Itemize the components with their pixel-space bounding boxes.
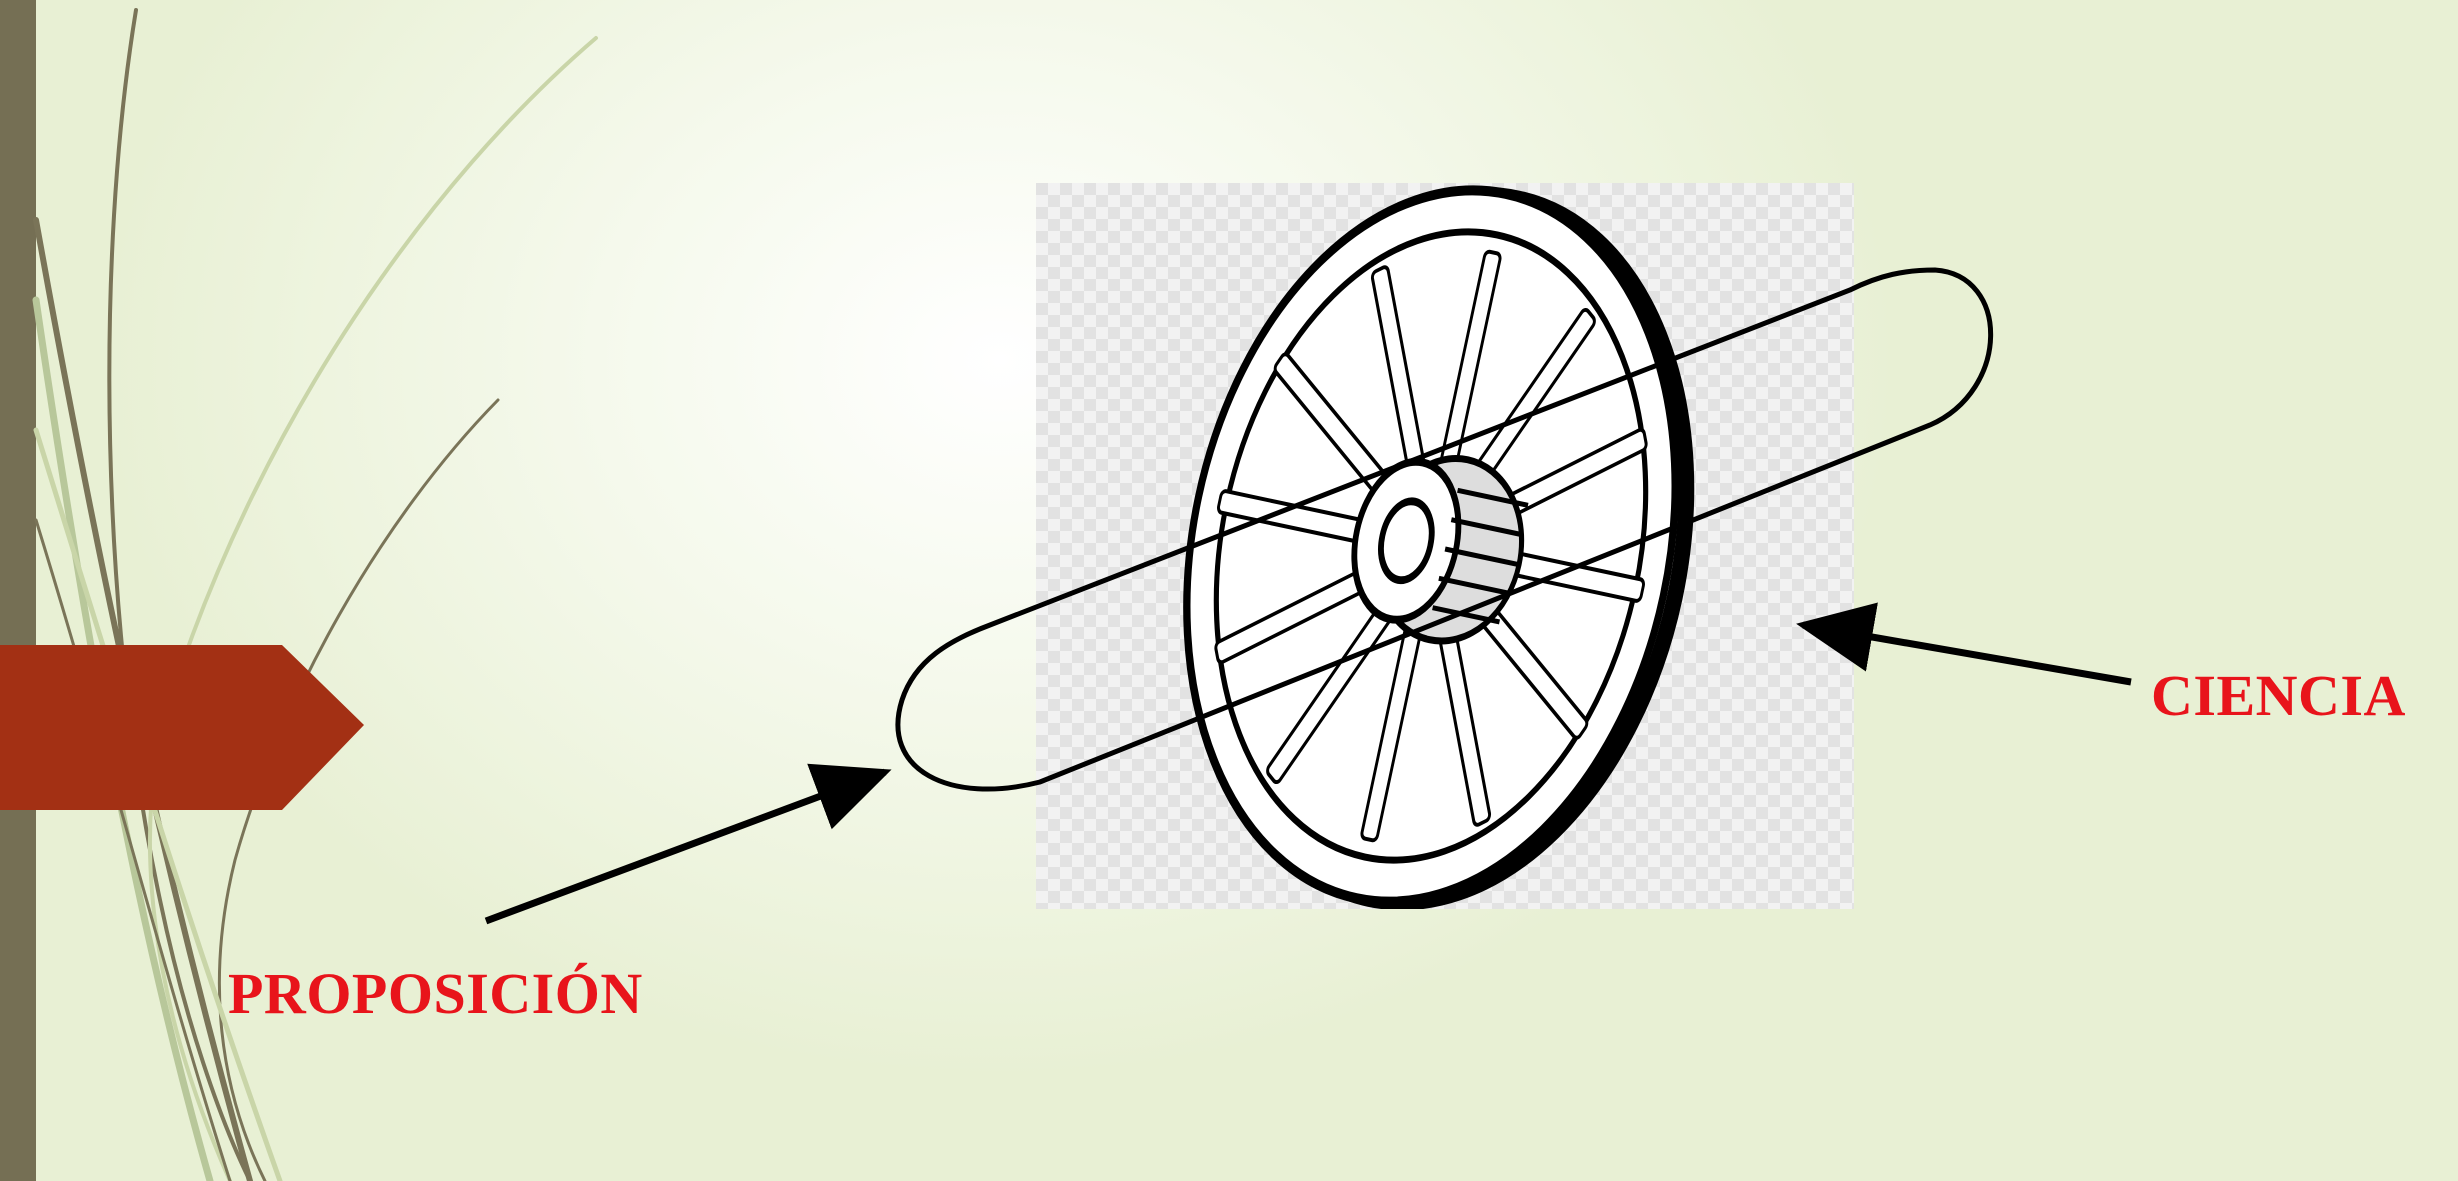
axle-outline-loop xyxy=(898,270,1991,789)
label-ciencia: CIENCIA xyxy=(2151,662,2406,729)
arrow-to-axle xyxy=(486,772,885,921)
arrow-to-wheel-rim xyxy=(1803,625,2131,682)
label-proposicion: PROPOSICIÓN xyxy=(228,960,643,1027)
